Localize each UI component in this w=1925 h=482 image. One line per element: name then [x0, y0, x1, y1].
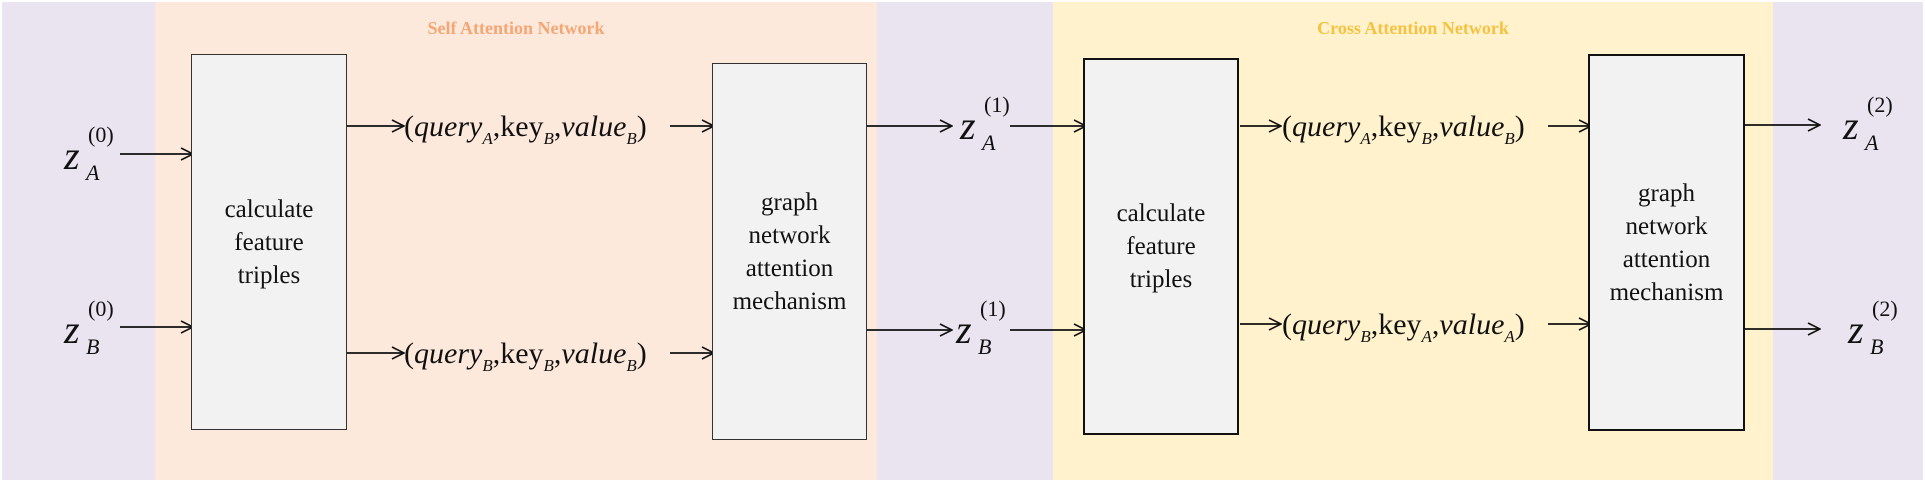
box-line: network	[1625, 212, 1708, 240]
box-line: attention	[1622, 245, 1711, 273]
graph-attention-box-1: graph network attention mechanism	[712, 63, 867, 440]
box-line: feature	[234, 228, 304, 256]
triple-3: (queryA,keyB,valueB)	[1282, 110, 1525, 148]
var-za1: z(1)A	[960, 92, 1010, 155]
var-za2: z(2)A	[1843, 92, 1893, 155]
var-zb0: z(0)B	[64, 296, 114, 359]
box-line: graph	[761, 188, 818, 216]
graph-attention-box-2: graph network attention mechanism	[1588, 54, 1745, 431]
calculate-feature-triples-box-1: calculate feature triples	[191, 54, 347, 430]
cross-attention-title: Cross Attention Network	[1317, 18, 1509, 38]
var-zb1: z(1)B	[956, 296, 1006, 359]
box-line: calculate	[1116, 200, 1206, 227]
self-attention-title: Self Attention Network	[427, 18, 605, 38]
box-line: triples	[1129, 266, 1193, 293]
box-line: network	[748, 221, 831, 249]
var-za0: z(0)A	[64, 122, 114, 185]
box-line: attention	[745, 254, 834, 282]
calculate-feature-triples-box-2: calculate feature triples	[1083, 58, 1239, 435]
box-line: calculate	[224, 195, 314, 223]
box-line: mechanism	[1609, 278, 1724, 306]
triple-2: (queryB,keyB,valueB)	[404, 337, 647, 375]
box-line: feature	[1126, 233, 1196, 260]
var-zb2: z(2)B	[1848, 296, 1898, 359]
triple-4: (queryB,keyA,valueA)	[1282, 308, 1525, 346]
box-line: triples	[237, 261, 301, 289]
box-line: mechanism	[732, 287, 847, 315]
box-line: graph	[1638, 179, 1695, 207]
triple-1: (queryA,keyB,valueB)	[404, 110, 647, 148]
